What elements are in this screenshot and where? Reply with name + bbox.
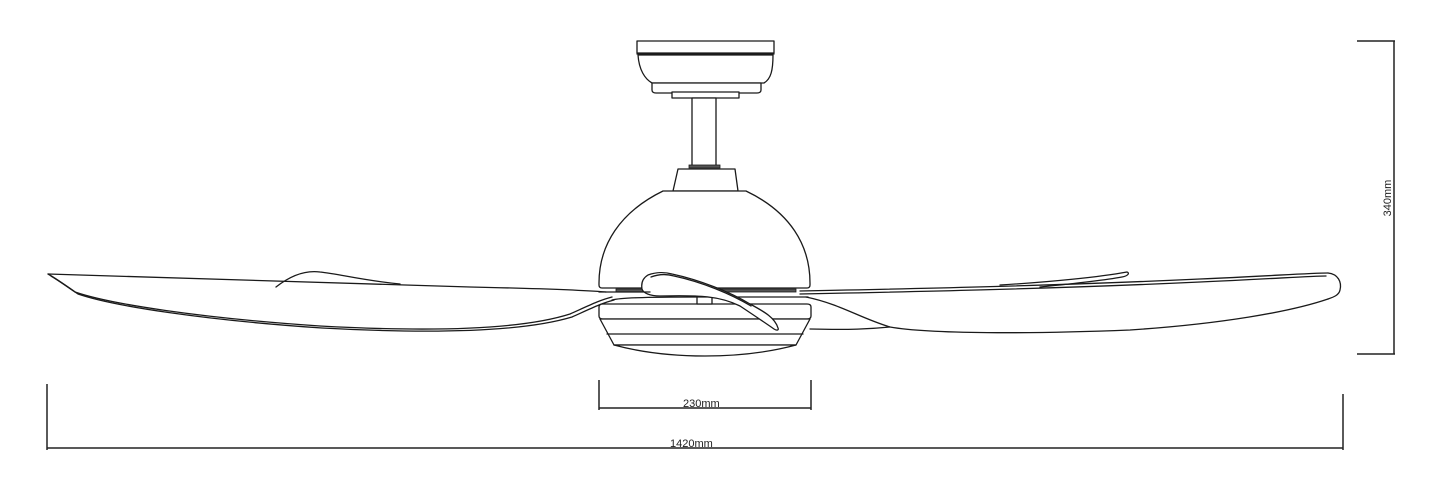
overall-width-label: 1420mm xyxy=(670,438,713,450)
right-blade xyxy=(799,271,1342,334)
downrod xyxy=(688,97,721,169)
ceiling-canopy xyxy=(636,40,775,99)
downrod-coupler xyxy=(672,168,739,192)
dimension-overall-height xyxy=(1357,40,1395,355)
left-blade xyxy=(47,270,615,332)
housing-width-label: 230mm xyxy=(683,398,720,410)
motor-housing-dome xyxy=(598,190,811,293)
dimension-overall-width xyxy=(46,384,1344,450)
light-kit-base xyxy=(598,296,812,357)
overall-height-label: 340mm xyxy=(1382,179,1394,217)
front-blade xyxy=(598,271,779,331)
dimension-housing-width xyxy=(598,380,812,410)
